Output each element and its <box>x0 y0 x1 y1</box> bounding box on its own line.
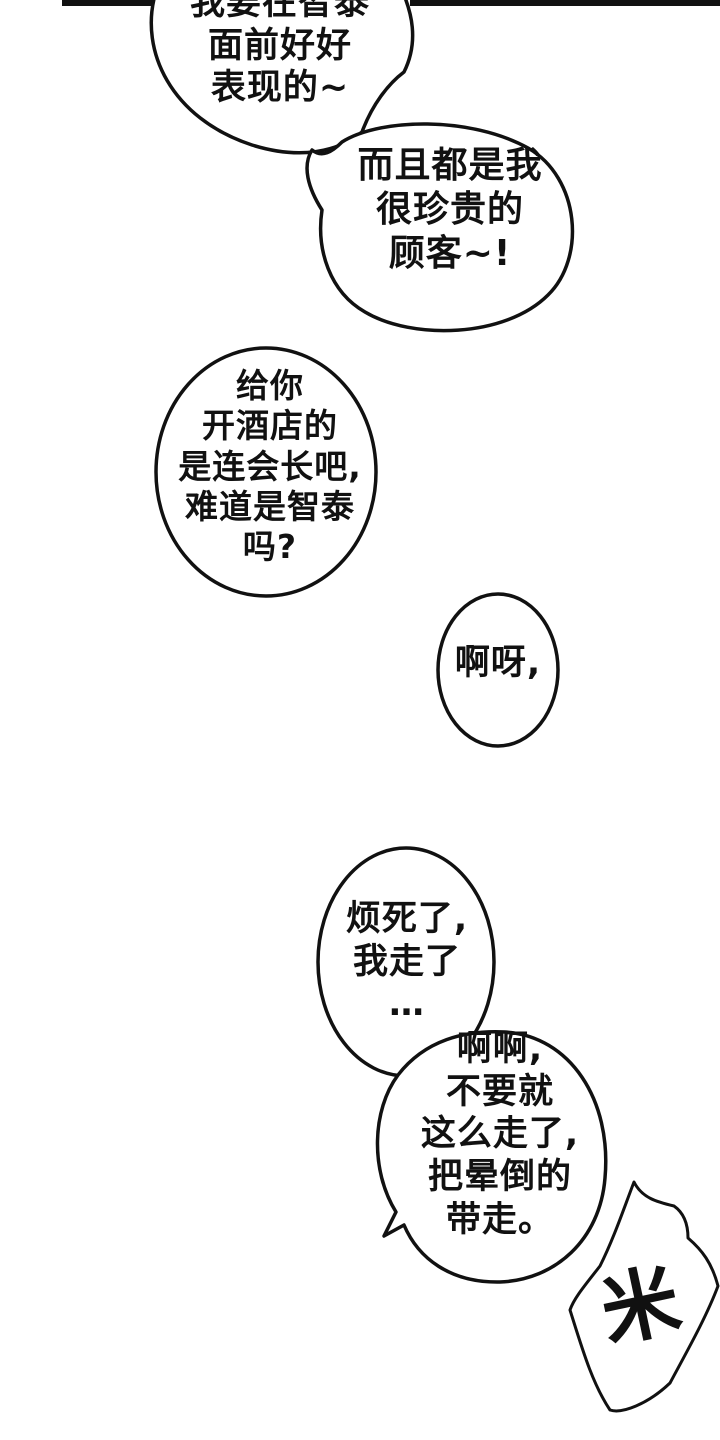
sound-effect-panel: 米 <box>568 1180 720 1413</box>
speech-bubble-6 <box>375 1030 608 1284</box>
dialogue-text-3: 给你 开酒店的 是连会长吧, 难道是智泰 吗? <box>178 366 362 566</box>
speech-bubble-2 <box>305 122 575 333</box>
dialogue-text-2: 而且都是我 很珍贵的 顾客~! <box>357 145 543 274</box>
speech-bubble-3 <box>154 346 378 598</box>
dialogue-text-1: 我要在智泰 面前好好 表现的~ <box>189 0 370 109</box>
dialogue-text-5: 烦死了, 我走了 … <box>345 899 469 1025</box>
dialogue-text-6: 啊啊, 不要就 这么走了, 把晕倒的 带走。 <box>420 1029 580 1240</box>
sound-effect-text: 米 <box>593 1255 688 1359</box>
speech-bubble-4 <box>436 592 560 748</box>
dialogue-text-4: 啊呀, <box>454 643 542 683</box>
sound-effect-burst <box>568 1180 720 1413</box>
